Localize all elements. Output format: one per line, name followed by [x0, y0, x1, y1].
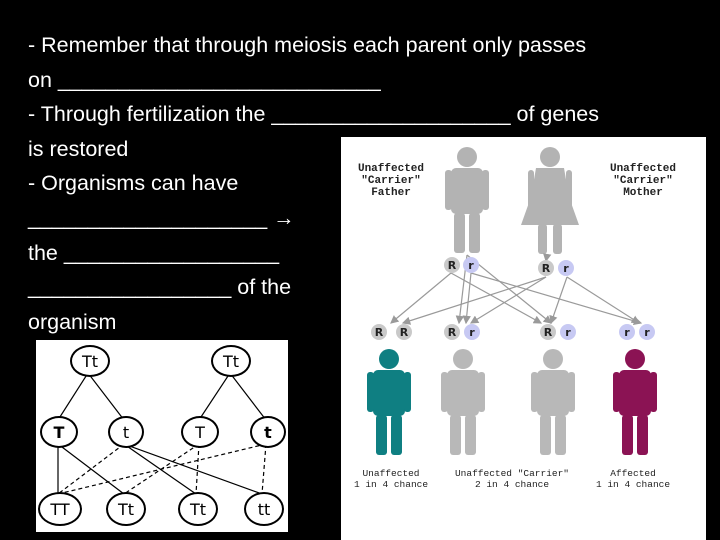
mother-figure: [521, 147, 579, 254]
child-figure-1: [367, 349, 411, 455]
mother-label: Unaffected "Carrier" Mother: [603, 163, 683, 199]
child1-caption-line-1: Unaffected: [362, 468, 420, 479]
child2-caption: Unaffected "Carrier" 2 in 4 chance: [447, 468, 577, 490]
child-figure-3: [531, 349, 575, 455]
text-line-3: - Through fertilization the ____________…: [28, 102, 599, 127]
father-label-line-2: "Carrier": [361, 175, 421, 187]
inheritance-diagram: Unaffected "Carrier" Father Unaffected "…: [341, 137, 706, 540]
inheritance-figures: [367, 147, 657, 455]
gamete-3: T: [181, 416, 219, 448]
text-line-6: ____________________ →: [28, 205, 295, 230]
child1-allele-2: R: [396, 324, 412, 340]
gamete-4: t: [250, 416, 286, 448]
child-figure-2: [441, 349, 485, 455]
child2-allele-2: r: [464, 324, 480, 340]
child4-allele-2: r: [639, 324, 655, 340]
child4-caption-line-2: 1 in 4 chance: [595, 479, 671, 490]
mother-label-line-3: Mother: [623, 187, 663, 199]
child1-allele-1: R: [371, 324, 387, 340]
father-label-line-1: Unaffected: [357, 163, 424, 175]
text-line-5: - Organisms can have: [28, 171, 239, 196]
parent-genotype-right: Tt: [211, 345, 251, 377]
child3-allele-1: R: [540, 324, 556, 340]
text-line-4: is restored: [28, 136, 129, 161]
text-line-2: on ___________________________: [28, 67, 381, 92]
offspring-2: Tt: [106, 492, 146, 526]
father-label: Unaffected "Carrier" Father: [351, 163, 431, 199]
child1-caption-line-2: 1 in 4 chance: [353, 479, 429, 490]
gamete-1: T: [40, 416, 78, 448]
gamete-2: t: [108, 416, 144, 448]
mother-label-line-1: Unaffected: [609, 163, 676, 175]
child2-caption-line-2: 2 in 4 chance: [474, 479, 550, 490]
child4-caption-line-1: Affected: [610, 468, 656, 479]
text-line-8: _________________ of the: [28, 275, 292, 300]
text-line-7: the __________________: [28, 240, 280, 265]
father-figure: [445, 147, 489, 253]
text-line-9: organism: [28, 309, 117, 334]
offspring-3: Tt: [178, 492, 218, 526]
offspring-4: tt: [244, 492, 284, 526]
mother-allele-1: R: [538, 260, 554, 276]
father-allele-2: r: [463, 257, 479, 273]
text-line-1: - Remember that through meiosis each par…: [28, 33, 587, 57]
child2-allele-1: R: [444, 324, 460, 340]
child1-caption: Unaffected 1 in 4 chance: [351, 468, 431, 490]
offspring-1: TT: [38, 492, 82, 526]
cross-diagram: Tt Tt T t T t TT Tt Tt tt: [36, 340, 288, 532]
child3-allele-2: r: [560, 324, 576, 340]
child4-caption: Affected 1 in 4 chance: [593, 468, 673, 490]
mother-allele-2: r: [558, 260, 574, 276]
father-label-line-3: Father: [371, 187, 411, 199]
slide-text: - Remember that through meiosis each par…: [28, 28, 708, 339]
child4-allele-1: r: [619, 324, 635, 340]
cross-lines: [57, 372, 267, 495]
father-allele-1: R: [444, 257, 460, 273]
child2-caption-line-1: Unaffected "Carrier": [454, 468, 570, 479]
parent-genotype-left: Tt: [70, 345, 110, 377]
mother-label-line-2: "Carrier": [613, 175, 673, 187]
child-figure-4: [613, 349, 657, 455]
